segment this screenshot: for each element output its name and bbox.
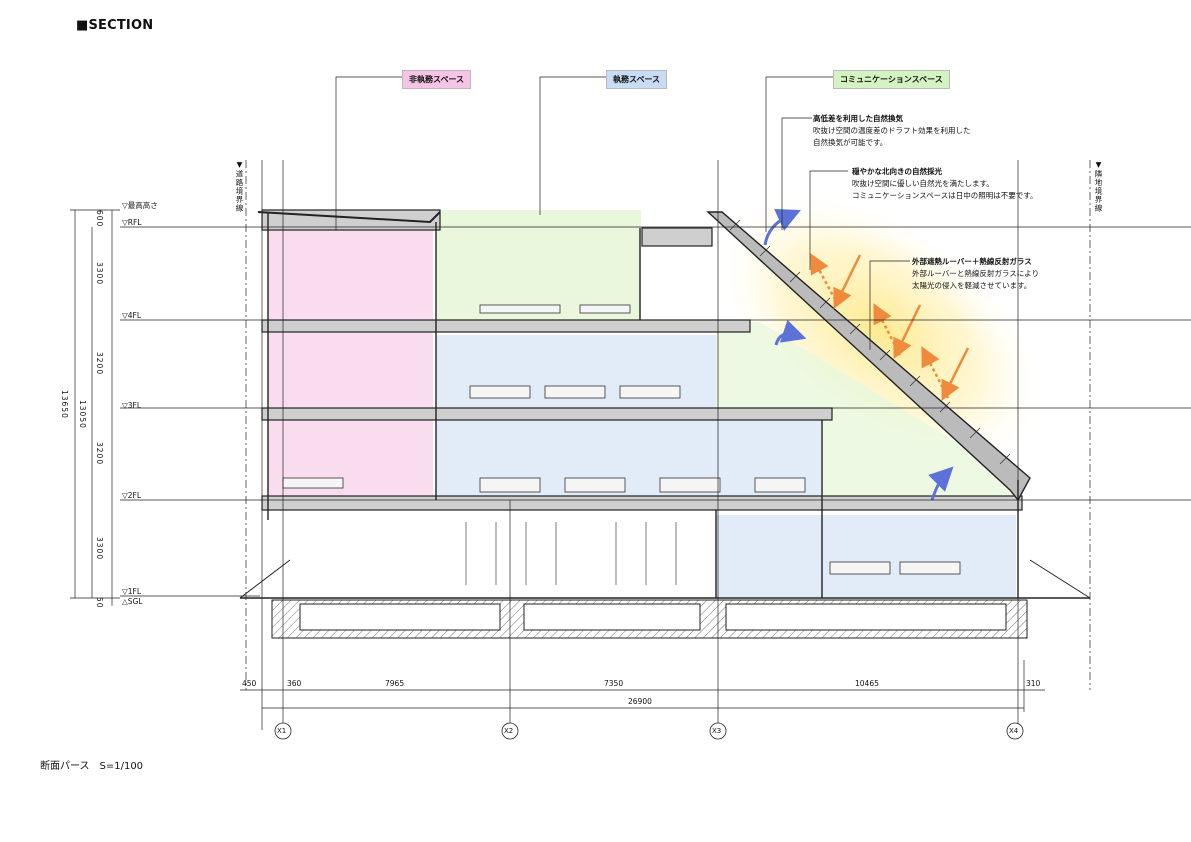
grid-axis-label: X1 [277,727,287,735]
width-dim: 7350 [604,679,624,688]
height-dim: 600 [95,210,104,228]
note-line: 外部ルーバーと熱線反射ガラスにより [912,269,1040,278]
horizontal-dimension-lines [240,160,1045,730]
level-lines [120,226,1191,597]
louver-lines [729,219,1011,465]
non-office-zone [268,230,433,500]
leader-lines [335,76,910,350]
level-max-height: ▽最高高さ [122,201,158,210]
note-line: 吹抜け空間に優しい自然光を満たします。 [852,179,994,188]
road-boundary-label: ▼道路境界線 [235,160,244,213]
width-dim: 450 [242,679,257,688]
level-rfl: ▽RFL [122,218,142,227]
height-dim: 3200 [95,442,104,466]
width-dim: 10465 [855,679,879,688]
office-label: 執務スペース [606,70,668,89]
office-zone-1f [716,515,1016,597]
grid-axis-label: X4 [1009,727,1019,735]
level-3fl: ▽3FL [122,401,142,410]
communication-label: コミュニケーションスペース [833,70,950,89]
total-width-dim: 26900 [628,697,652,706]
width-dim: 310 [1026,679,1041,688]
note-line: 吹抜け空間の温度差のドラフト効果を利用した [813,126,971,135]
glazing-1f [465,522,677,585]
height-dim: 3200 [95,352,104,376]
note-heading: 外部遮熱ルーバー＋熱線反射ガラス [912,257,1032,266]
communication-zone-atrium [716,322,1018,500]
height-dim: 50 [95,597,104,609]
non-office-label: 非執務スペース [402,70,472,89]
note-ventilation: 高低差を利用した自然換気 吹抜け空間の温度差のドラフト効果を利用した 自然換気が… [813,113,971,149]
vertical-dimension-lines [70,209,120,606]
note-line: 自然換気が可能です。 [813,138,888,147]
grid-axis-label: X2 [504,727,514,735]
scale-caption: 断面パース S=1/100 [40,761,144,772]
sunlight-arrows [810,253,970,401]
height-dim: 3300 [95,537,104,561]
office-zone-3f [436,335,716,410]
level-1fl: ▽1FL [122,587,142,596]
note-heading: 高低差を利用した自然換気 [813,114,903,123]
note-louver: 外部遮熱ルーバー＋熱線反射ガラス 外部ルーバーと熱線反射ガラスにより 太陽光の侵… [912,256,1039,292]
note-line: 太陽光の侵入を軽減させています。 [912,281,1032,290]
total-height-dim: 13050 [78,400,87,429]
width-dim: 360 [287,679,302,688]
roof-left [257,211,441,224]
height-dim: 3300 [95,262,104,286]
level-4fl: ▽4FL [122,311,142,320]
note-daylight: 穏やかな北向きの自然採光 吹抜け空間に優しい自然光を満たします。 コミュニケーシ… [852,166,1038,202]
site-boundary-label: ▼隣地境界線 [1094,160,1103,213]
office-desks [282,304,961,575]
ventilation-arrows [763,209,954,501]
level-sgl: △SGL [122,597,143,606]
grid-markers [274,722,1024,740]
width-dim: 7965 [385,679,405,688]
section-title: ■SECTION [76,18,154,33]
sloped-roof-louver [706,211,1031,502]
communication-zone-4f [436,210,641,322]
note-line: コミュニケーションスペースは日中の照明は不要です。 [852,191,1038,200]
grid-axis-label: X3 [712,727,722,735]
level-2fl: ▽2FL [122,491,142,500]
note-heading: 穏やかな北向きの自然採光 [852,167,942,176]
total-height-dim: 13650 [60,390,69,419]
